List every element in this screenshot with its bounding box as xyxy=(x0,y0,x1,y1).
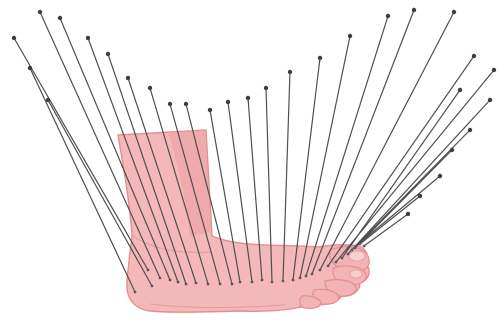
fiber-line xyxy=(312,10,414,274)
fiber-base xyxy=(219,283,222,286)
fiber-base xyxy=(282,280,285,283)
fiber-tip xyxy=(184,102,188,106)
big-toe-nail xyxy=(349,251,365,261)
fiber-tip xyxy=(12,36,16,40)
fiber-tip xyxy=(438,174,442,178)
fiber-line xyxy=(328,56,474,266)
fiber-tip xyxy=(468,128,472,132)
fiber-line xyxy=(355,150,452,248)
fiber-base xyxy=(207,283,210,286)
fiber-tip xyxy=(58,16,62,20)
fiber-base xyxy=(169,279,172,282)
fiber-tip xyxy=(348,34,352,38)
fiber-tip xyxy=(472,54,476,58)
fiber-tip xyxy=(106,52,110,56)
fiber-base xyxy=(134,291,137,294)
fiber-tip xyxy=(28,66,32,70)
second-toe-nail xyxy=(350,270,362,278)
fiber-tip xyxy=(386,14,390,18)
fiber-base xyxy=(195,282,198,285)
fiber-tip xyxy=(38,10,42,14)
fiber-base xyxy=(363,245,366,248)
fiber-base xyxy=(319,269,322,272)
fiber-base xyxy=(341,257,344,260)
fiber-line xyxy=(348,100,490,254)
fiber-base xyxy=(305,275,308,278)
fiber-base xyxy=(271,281,274,284)
fiber-base xyxy=(359,243,362,246)
fiber-tip xyxy=(148,86,152,90)
fiber-tip xyxy=(168,102,172,106)
fiber-base xyxy=(239,281,242,284)
fiber-tip xyxy=(488,98,492,102)
fiber-base xyxy=(347,253,350,256)
fiber-tip xyxy=(452,10,456,14)
fiber-tip xyxy=(406,212,410,216)
fiber-tip xyxy=(288,70,292,74)
fiber-base xyxy=(327,265,330,268)
fiber-base xyxy=(177,281,180,284)
fiber-base xyxy=(299,277,302,280)
fiber-tip xyxy=(226,100,230,104)
fiber-base xyxy=(311,273,314,276)
fiber-tip xyxy=(458,88,462,92)
fiber-tip xyxy=(318,56,322,60)
fiber-tip xyxy=(412,8,416,12)
fiber-base xyxy=(151,285,154,288)
fiber-line xyxy=(320,12,454,270)
fiber-line xyxy=(30,68,135,292)
fiber-base xyxy=(185,283,188,286)
fiber-tip xyxy=(264,86,268,90)
fiber-base xyxy=(231,283,234,286)
fiber-tip xyxy=(86,36,90,40)
fiber-base xyxy=(292,279,295,282)
fiber-tip xyxy=(126,76,130,80)
fiber-tip xyxy=(418,194,422,198)
fiber-base xyxy=(251,281,254,284)
fiber-tip xyxy=(208,108,212,112)
fiber-base xyxy=(335,261,338,264)
fiber-base xyxy=(147,269,150,272)
fiber-base xyxy=(351,249,354,252)
fiber-tip xyxy=(46,98,50,102)
fiber-tip xyxy=(246,96,250,100)
fiber-tip xyxy=(492,68,496,72)
fiber-base xyxy=(355,245,358,248)
fiber-base xyxy=(159,277,162,280)
fiber-base xyxy=(261,279,264,282)
fiber-tip xyxy=(450,148,454,152)
